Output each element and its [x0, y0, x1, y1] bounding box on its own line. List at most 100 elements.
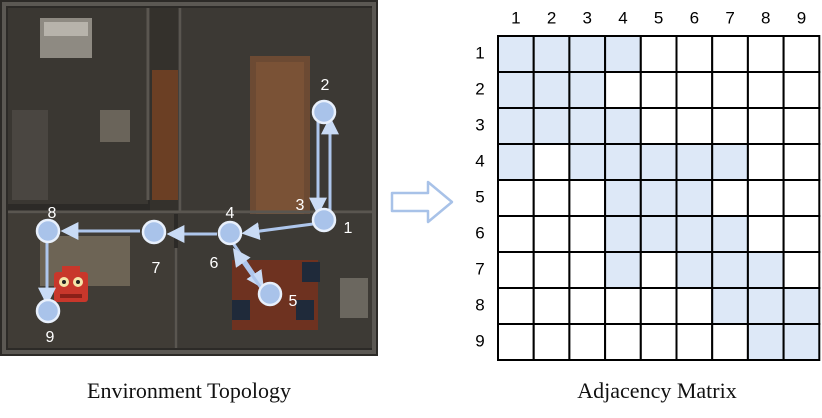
matrix-cell-4-8 — [746, 143, 785, 181]
matrix-cell-4-7 — [711, 143, 749, 181]
matrix-cell-2-1 — [497, 71, 535, 109]
matrix-cell-4-6 — [675, 143, 714, 181]
matrix-cell-9-2 — [532, 323, 571, 361]
column-label: 3 — [583, 8, 592, 27]
matrix-cell-3-8 — [746, 107, 785, 145]
matrix-cell-2-7 — [711, 71, 749, 109]
matrix-cell-2-2 — [532, 71, 571, 109]
matrix-cell-5-4 — [604, 179, 642, 217]
node-label-7: 7 — [152, 260, 161, 277]
node-label-3: 3 — [296, 197, 305, 214]
robot-icon — [54, 266, 88, 302]
matrix-cell-5-3 — [568, 179, 607, 217]
row-label: 9 — [475, 331, 484, 350]
matrix-cell-6-9 — [782, 215, 821, 253]
right-arrow-icon — [390, 180, 454, 224]
edge-1-4 — [241, 222, 314, 241]
matrix-cell-4-1 — [497, 143, 535, 181]
matrix-cell-2-9 — [782, 71, 821, 109]
column-label: 6 — [690, 8, 699, 27]
node-7 — [141, 219, 167, 245]
matrix-cell-6-1 — [497, 215, 535, 253]
matrix-cell-5-6 — [675, 179, 714, 217]
matrix-cell-1-9 — [782, 35, 821, 73]
matrix-cell-5-7 — [711, 179, 749, 217]
matrix-cell-2-3 — [568, 71, 607, 109]
matrix-cell-3-7 — [711, 107, 749, 145]
matrix-cell-7-6 — [675, 251, 714, 289]
matrix-cell-8-2 — [532, 287, 571, 325]
matrix-cell-6-7 — [711, 215, 749, 253]
matrix-cell-2-6 — [675, 71, 714, 109]
node-label-6: 6 — [210, 255, 219, 272]
matrix-cell-6-2 — [532, 215, 571, 253]
matrix-cell-3-2 — [532, 107, 571, 145]
matrix-cell-8-8 — [746, 287, 785, 325]
matrix-cell-1-4 — [604, 35, 642, 73]
column-label: 2 — [547, 8, 556, 27]
matrix-cells — [497, 35, 821, 361]
matrix-cell-8-7 — [711, 287, 749, 325]
matrix-cell-1-5 — [639, 35, 678, 73]
matrix-cell-9-6 — [675, 323, 714, 361]
matrix-cell-1-7 — [711, 35, 749, 73]
column-label: 5 — [654, 8, 663, 27]
row-label: 6 — [475, 223, 484, 242]
node-1 — [311, 207, 337, 233]
matrix-cell-9-8 — [746, 323, 785, 361]
matrix-cell-4-5 — [639, 143, 678, 181]
matrix-cell-6-3 — [568, 215, 607, 253]
row-label: 3 — [475, 115, 484, 134]
matrix-cell-9-7 — [711, 323, 749, 361]
matrix-cell-1-3 — [568, 35, 607, 73]
matrix-cell-3-5 — [639, 107, 678, 145]
matrix-cell-1-1 — [497, 35, 535, 73]
matrix-cell-8-6 — [675, 287, 714, 325]
node-label-5: 5 — [289, 293, 298, 310]
adjacency-matrix-caption: Adjacency Matrix — [577, 378, 737, 403]
matrix-cell-4-4 — [604, 143, 642, 181]
matrix-cell-5-5 — [639, 179, 678, 217]
node-9 — [35, 298, 61, 324]
matrix-cell-9-4 — [604, 323, 642, 361]
matrix-cell-5-1 — [497, 179, 535, 217]
column-label: 8 — [761, 8, 770, 27]
matrix-cell-3-1 — [497, 107, 535, 145]
matrix-cell-7-8 — [746, 251, 785, 289]
matrix-cell-3-3 — [568, 107, 607, 145]
column-label: 4 — [618, 8, 627, 27]
node-8 — [35, 218, 61, 244]
edge-5-4 — [232, 248, 266, 293]
row-label: 2 — [475, 79, 484, 98]
node-2 — [311, 99, 337, 125]
node-label-9: 9 — [46, 329, 55, 346]
column-label: 7 — [725, 8, 734, 27]
matrix-cell-5-8 — [746, 179, 785, 217]
matrix-cell-8-9 — [782, 287, 821, 325]
matrix-cell-4-2 — [532, 143, 571, 181]
matrix-cell-4-3 — [568, 143, 607, 181]
floorplan-background — [0, 0, 378, 356]
row-label: 5 — [475, 187, 484, 206]
matrix-cell-2-5 — [639, 71, 678, 109]
matrix-cell-1-6 — [675, 35, 714, 73]
matrix-cell-8-1 — [497, 287, 535, 325]
topology-nodes — [35, 99, 337, 324]
node-label-1: 1 — [344, 220, 353, 237]
matrix-cell-3-4 — [604, 107, 642, 145]
matrix-cell-7-2 — [532, 251, 571, 289]
column-label: 9 — [797, 8, 806, 27]
node-5 — [257, 281, 283, 307]
matrix-cell-4-9 — [782, 143, 821, 181]
matrix-cell-8-5 — [639, 287, 678, 325]
matrix-cell-8-3 — [568, 287, 607, 325]
matrix-cell-7-3 — [568, 251, 607, 289]
row-label: 4 — [475, 151, 484, 170]
matrix-cell-9-9 — [782, 323, 821, 361]
row-label: 7 — [475, 259, 484, 278]
matrix-cell-5-2 — [532, 179, 571, 217]
